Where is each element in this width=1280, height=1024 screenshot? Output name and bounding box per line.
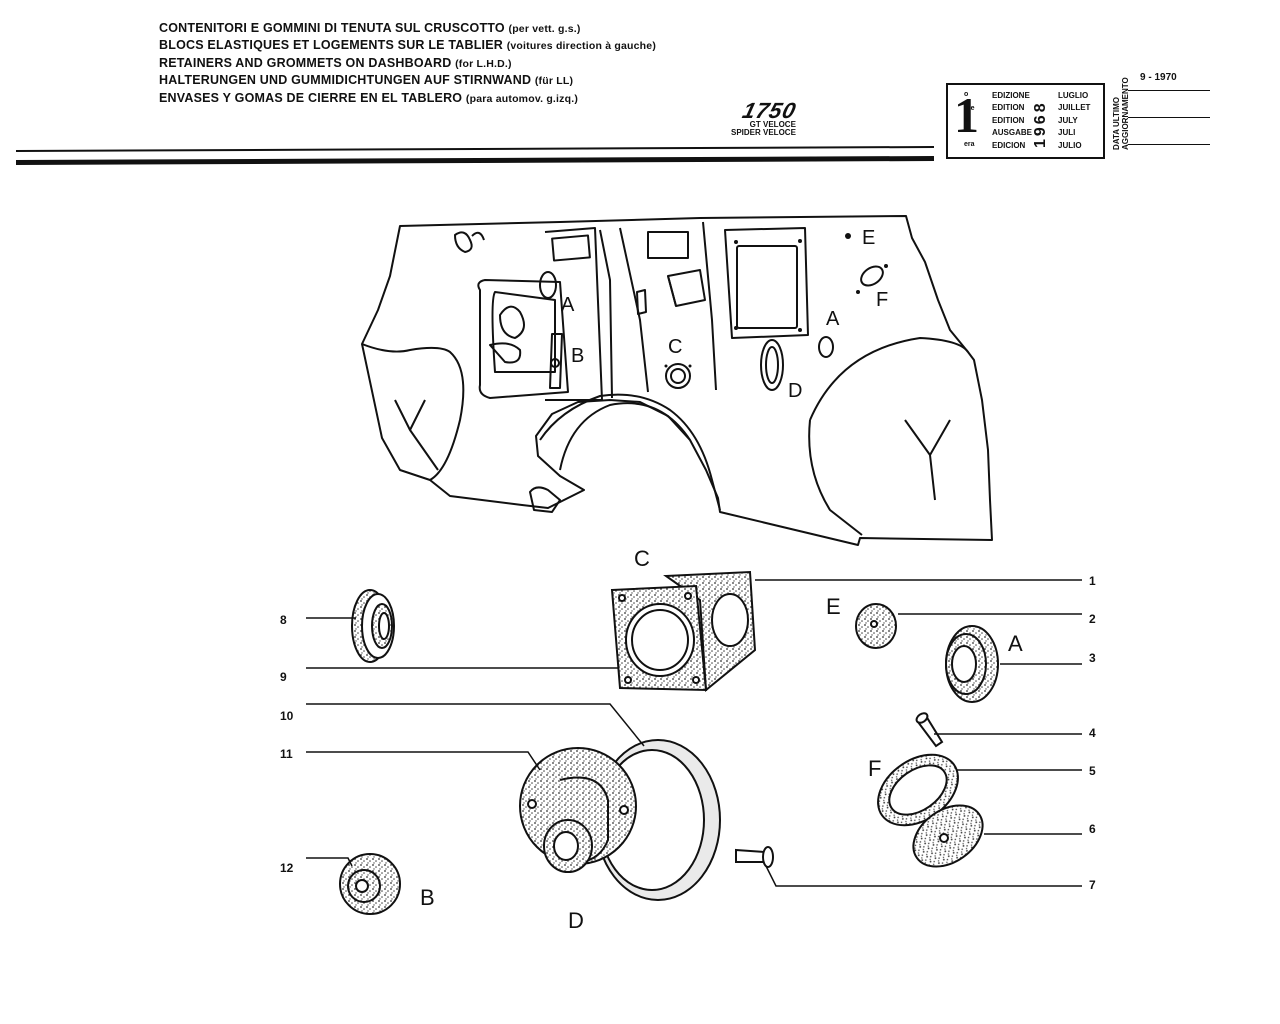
part-6-cover: [912, 804, 984, 868]
callout-numbers: 1 2 3 4 5 6 7 8 9 10 11 12: [280, 574, 1096, 892]
callout-9: 9: [280, 670, 287, 684]
edition-label-fr: EDITION: [992, 103, 1025, 113]
dash-label-b: B: [571, 345, 584, 367]
edition-month-de: JULI: [1058, 128, 1076, 138]
update-line-2: [1128, 117, 1210, 118]
edition-months: LUGLIO JUILLET JULY JULI JULIO: [1058, 90, 1090, 152]
callout-7: 7: [1089, 878, 1096, 892]
dash-label-d: D: [788, 380, 802, 402]
model-badge: 1750 GT VELOCE SPIDER VELOCE: [731, 98, 799, 137]
title-es: ENVASES Y GOMAS DE CIERRE EN EL TABLERO: [159, 90, 463, 105]
part-label-b: B: [420, 885, 435, 910]
callout-10: 10: [280, 709, 294, 723]
edition-month-es: JULIO: [1058, 140, 1082, 150]
edition-label-en: EDITION: [992, 115, 1025, 125]
callout-5: 5: [1089, 764, 1096, 778]
title-es-note: (para automov. g.izq.): [465, 92, 579, 105]
callout-2: 2: [1089, 612, 1096, 626]
part-4-screw: [915, 712, 944, 748]
edition-label-de: AUSGABE: [992, 128, 1033, 138]
dashboard-labels: A B C D E F A: [561, 227, 888, 402]
title-en-note: (for L.H.D.): [455, 57, 512, 70]
edition-number: 1: [954, 87, 979, 143]
update-line-1: [1128, 90, 1210, 91]
model-variant-spider: SPIDER VELOCE: [731, 128, 796, 137]
part-7-screw: [735, 846, 774, 868]
title-fr: BLOCS ELASTIQUES ET LOGEMENTS SUR LE TAB…: [159, 38, 503, 53]
edition-label-it: EDIZIONE: [992, 91, 1030, 100]
part-label-f: F: [868, 756, 881, 781]
part-label-c: C: [634, 546, 650, 571]
update-date: 9 - 1970: [1140, 72, 1177, 83]
edition-label-es: EDICION: [992, 140, 1026, 150]
part-11-housing: [519, 747, 637, 873]
dashboard-panel: [361, 215, 993, 546]
title-row-it: CONTENITORI E GOMMINI DI TENUTA SUL CRUS…: [159, 20, 656, 37]
edition-suffix-de: .: [964, 127, 966, 134]
edition-suffix-es: era: [964, 141, 975, 148]
edition-box: [946, 83, 1105, 159]
dash-label-c: C: [668, 336, 682, 358]
title-fr-note: (voitures direction à gauche): [506, 40, 657, 53]
title-row-es: ENVASES Y GOMAS DE CIERRE EN EL TABLERO …: [159, 90, 656, 107]
edition-suffix-en: st: [964, 117, 971, 124]
dashboard-bolt-holes: [664, 233, 888, 368]
title-it-note: (per vett. g.s.): [508, 23, 581, 35]
callout-12: 12: [280, 861, 294, 875]
callout-8: 8: [280, 613, 287, 627]
dash-label-a-right: A: [826, 308, 840, 330]
callout-leaders: [306, 579, 1082, 887]
dash-label-e: E: [862, 227, 875, 249]
callout-6: 6: [1089, 822, 1096, 836]
part-8-grommet: [351, 589, 395, 663]
callout-1: 1: [1089, 574, 1096, 588]
part-5-ring: [877, 753, 959, 827]
part-label-e: E: [826, 594, 841, 619]
title-en: RETAINERS AND GROMMETS ON DASHBOARD: [159, 55, 452, 70]
edition-suffix-fr: ere: [964, 105, 975, 112]
part-label-a: A: [1008, 631, 1023, 656]
part-3-grommet: [945, 625, 999, 703]
title-de-note: (für LL): [534, 75, 574, 88]
title-it: CONTENITORI E GOMMINI DI TENUTA SUL CRUS…: [159, 21, 505, 35]
edition-month-it: LUGLIO: [1058, 91, 1089, 100]
part-label-d: D: [568, 908, 584, 933]
edition-month-fr: JUILLET: [1058, 103, 1091, 113]
callout-3: 3: [1089, 651, 1096, 665]
part-12-grommet: [339, 853, 401, 915]
callout-4: 4: [1089, 726, 1096, 740]
title-de: HALTERUNGEN UND GUMMIDICHTUNGEN AUF STIR…: [159, 73, 532, 88]
edition-month-en: JULY: [1058, 115, 1078, 125]
callout-11: 11: [280, 747, 293, 761]
title-row-en: RETAINERS AND GROMMETS ON DASHBOARD (for…: [159, 55, 656, 72]
title-block: CONTENITORI E GOMMINI DI TENUTA SUL CRUS…: [159, 20, 656, 107]
update-line-3: [1128, 144, 1210, 145]
title-row-de: HALTERUNGEN UND GUMMIDICHTUNGEN AUF STIR…: [159, 72, 656, 89]
title-row-fr: BLOCS ELASTIQUES ET LOGEMENTS SUR LE TAB…: [159, 37, 656, 54]
dash-label-f: F: [876, 289, 888, 311]
dash-label-a-left: A: [561, 294, 575, 316]
part-9-retainer-plate: [610, 570, 757, 693]
part-2-plug: [855, 603, 897, 649]
model-variant-gt: GT VELOCE: [749, 120, 796, 129]
edition-suffix-it: o: [964, 91, 969, 98]
edition-labels: EDIZIONE EDITION EDITION AUSGABE EDICION: [992, 90, 1032, 152]
